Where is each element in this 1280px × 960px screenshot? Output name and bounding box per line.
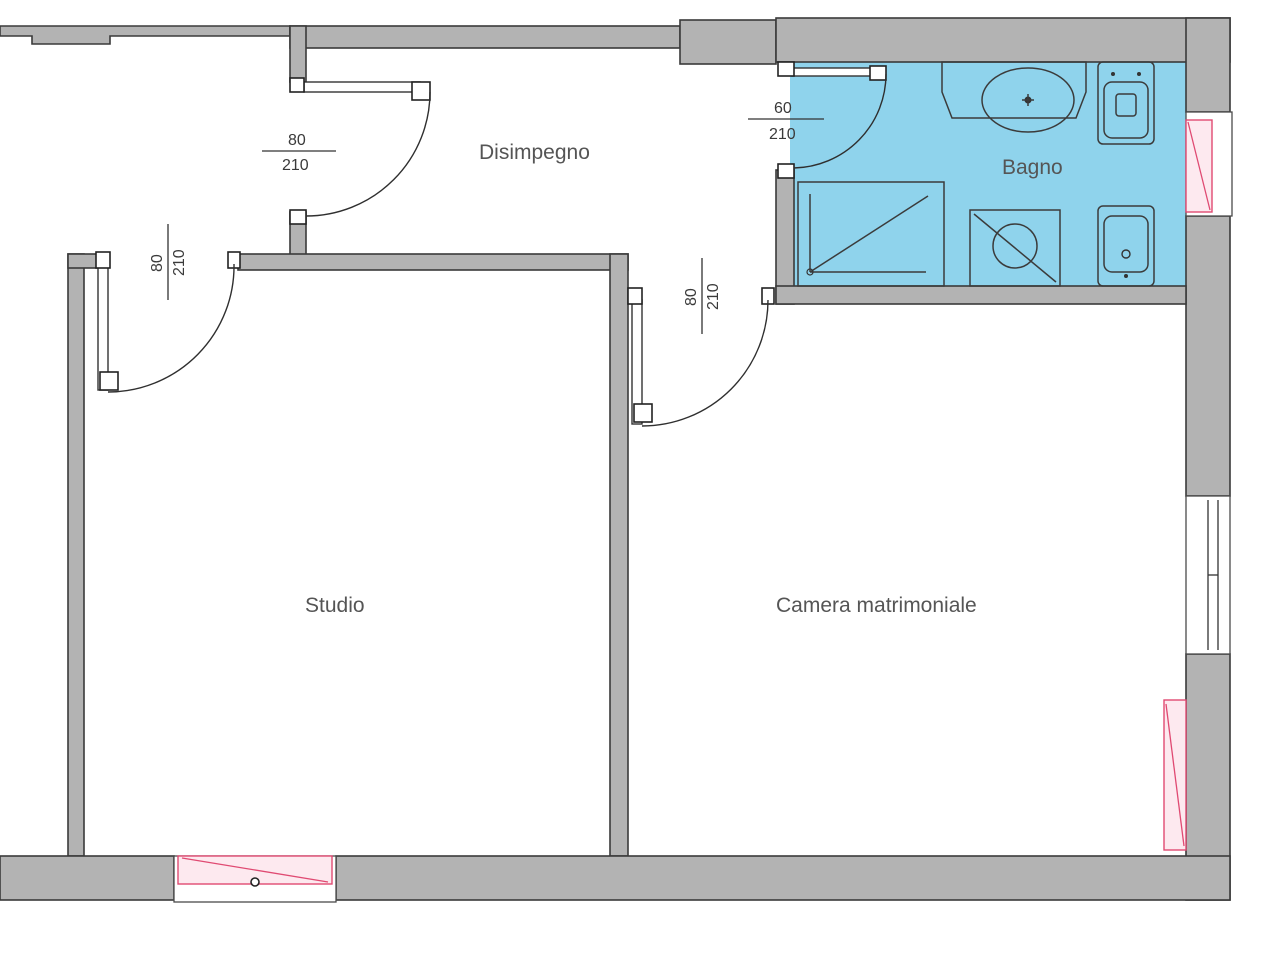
wall-bathroom-bottom xyxy=(775,285,1187,305)
dimension-corridor-door: 80 210 xyxy=(262,132,336,174)
wall-partition xyxy=(609,253,629,857)
dimension-bagno-height: 210 xyxy=(769,126,796,143)
dimension-camera-door: 80 210 xyxy=(683,258,722,334)
room-label-disimpegno: Disimpegno xyxy=(479,141,590,164)
wall-bottom-right xyxy=(335,855,1231,901)
door-corridor xyxy=(289,77,431,225)
shower-tray xyxy=(797,181,945,287)
wall-right-upper xyxy=(1185,17,1231,113)
door-camera xyxy=(627,287,775,427)
bidet xyxy=(1097,205,1155,287)
wall-top-left xyxy=(0,25,291,45)
wall-pillar xyxy=(679,19,777,65)
wall-stub-corridor-upper xyxy=(289,25,307,83)
washing-machine xyxy=(969,209,1061,287)
wall-studio-left xyxy=(67,253,85,857)
wall-bathroom-top xyxy=(775,17,1231,63)
wall-bathroom-left xyxy=(775,169,795,305)
wall-corridor-top xyxy=(289,25,681,49)
door-studio xyxy=(95,251,241,393)
door-bagno xyxy=(777,61,887,179)
wall-right-middle xyxy=(1185,215,1231,497)
dimension-studio-width: 80 xyxy=(149,254,166,272)
dimension-bagno-width: 60 xyxy=(774,100,792,117)
dimension-studio-height: 210 xyxy=(171,249,188,276)
dimension-camera-height: 210 xyxy=(705,283,722,310)
dimension-studio-door: 80 210 xyxy=(149,224,188,300)
dimension-camera-width: 80 xyxy=(683,288,700,306)
dimension-bagno-door: 60 210 xyxy=(748,100,824,143)
dimension-corridor-height: 210 xyxy=(282,157,309,174)
room-label-bagno: Bagno xyxy=(1002,156,1063,179)
toilet xyxy=(1097,61,1155,145)
wall-bottom-left xyxy=(0,855,175,901)
bathroom-floor xyxy=(790,62,1186,288)
wall-studio-top xyxy=(237,253,629,271)
dimension-corridor-width: 80 xyxy=(288,132,306,149)
washbasin xyxy=(941,61,1087,133)
room-label-camera: Camera matrimoniale xyxy=(776,594,977,617)
room-label-studio: Studio xyxy=(305,594,365,617)
